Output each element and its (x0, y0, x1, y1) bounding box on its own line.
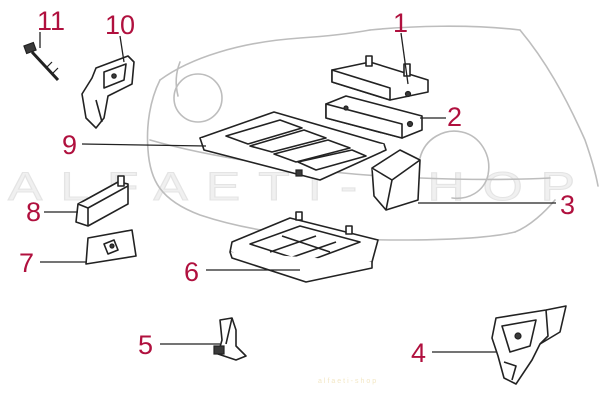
part-5-small-support-bracket (213, 317, 247, 361)
callout-6: 6 (184, 257, 199, 287)
callout-10: 10 (105, 10, 135, 40)
leader-lines (39, 32, 556, 353)
callout-9: 9 (62, 130, 77, 160)
callout-4: 4 (411, 338, 426, 368)
part-8-channel-bracket (75, 175, 129, 227)
part-6-lower-skid-frame (229, 211, 379, 283)
callout-numbers: 1 2 3 4 5 6 7 8 9 10 11 (19, 6, 575, 368)
part-3-side-box-panel (371, 149, 421, 211)
part-2-lower-crossmember-bracket (325, 95, 423, 139)
part-11-bolt (23, 41, 60, 82)
callout-2: 2 (447, 102, 462, 132)
part-1-upper-crossmember-bracket (331, 55, 429, 101)
callout-3: 3 (560, 190, 575, 220)
part-10-side-bracket (81, 55, 135, 129)
callout-1: 1 (393, 8, 408, 38)
callout-7: 7 (19, 248, 34, 278)
part-7-cover-plate (85, 229, 137, 265)
callout-5: 5 (138, 330, 153, 360)
part-9-front-panel-frame (199, 111, 387, 181)
callout-11: 11 (37, 6, 65, 36)
callout-8: 8 (26, 197, 41, 227)
watermark-small-text: alfaeti-shop (318, 378, 378, 385)
part-4-mounting-bracket (491, 305, 567, 385)
